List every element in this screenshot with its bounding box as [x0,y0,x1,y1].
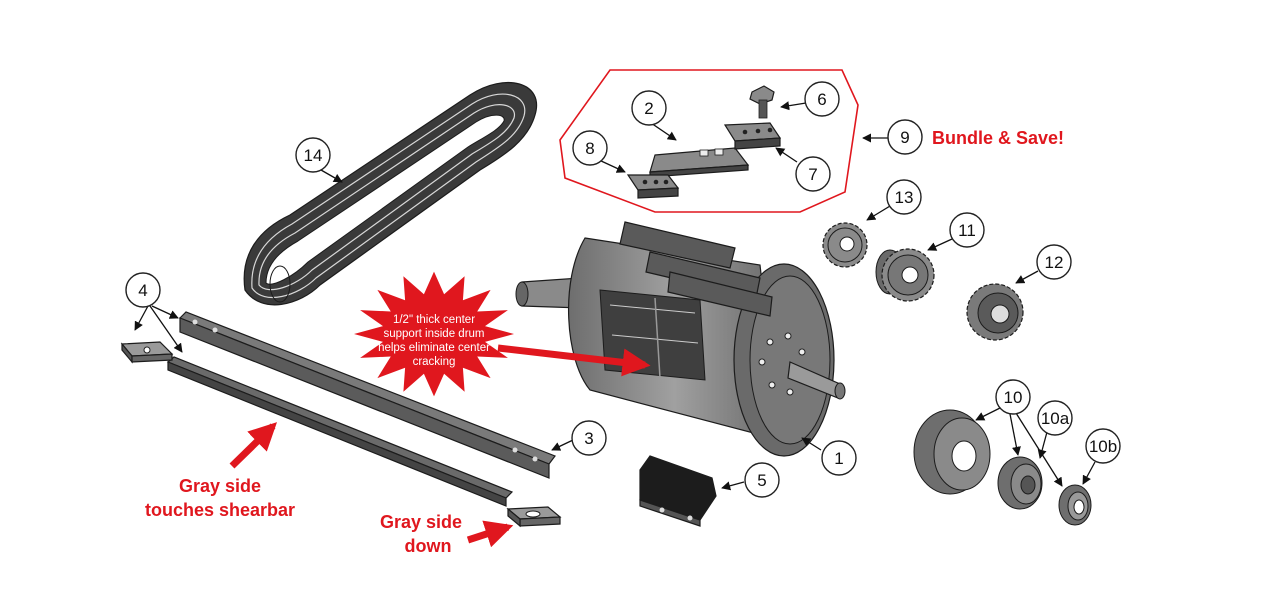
shearbar-note-line-1: Gray side [179,476,261,496]
svg-text:13: 13 [895,188,914,207]
sprocket-12-part [966,283,1024,341]
burst-line-4: cracking [413,356,456,368]
callout-8: 8 [572,130,608,166]
svg-text:10a: 10a [1041,409,1070,428]
svg-text:10b: 10b [1089,437,1117,456]
shearbar-arrow [229,422,278,469]
svg-text:8: 8 [585,139,594,158]
svg-text:1: 1 [834,449,843,468]
knife-part [649,147,750,178]
drum-part [515,221,846,457]
svg-text:3: 3 [584,429,593,448]
svg-text:10: 10 [1004,388,1023,407]
clamp-plate-8-part [626,174,680,199]
svg-text:5: 5 [757,471,766,490]
sprocket-13-part [822,222,868,268]
sprocket-11-part [875,248,935,302]
coupling-10b-part [1058,484,1092,526]
leader-lines [134,101,1096,491]
callout-4: 4 [125,272,161,308]
callout-3: 3 [571,420,607,456]
callout-11: 11 [949,212,985,248]
svg-text:11: 11 [958,221,976,240]
down-arrow [466,520,514,548]
belt-part [243,81,538,306]
burst-line-2: support inside drum [384,328,485,340]
clamp-plate-7-part [723,122,782,150]
callout-5: 5 [744,462,780,498]
callout-14: 14 [295,137,331,173]
callout-10: 10 [995,379,1031,415]
callout-1: 1 [821,440,857,476]
callout-13: 13 [886,179,922,215]
center-support-burst: 1/2" thick center support inside drum he… [354,271,514,397]
bolt-part [749,85,775,119]
svg-text:9: 9 [900,128,909,147]
coupling-10-part [913,409,991,495]
bundle-outline [559,69,859,213]
shearbar-note-line-2: touches shearbar [145,500,295,520]
callout-2: 2 [631,90,667,126]
burst-line-1: 1/2" thick center [393,314,475,326]
burst-line-3: helps eliminate center [378,342,490,354]
svg-text:7: 7 [808,165,817,184]
callout-7: 7 [795,156,831,192]
bundle-save-label: Bundle & Save! [932,128,1064,148]
callout-12: 12 [1036,244,1072,280]
svg-text:14: 14 [304,146,323,165]
down-note-line-2: down [405,536,452,556]
svg-text:4: 4 [138,281,147,300]
svg-text:6: 6 [817,90,826,109]
svg-text:12: 12 [1045,253,1064,272]
down-note-line-1: Gray side [380,512,462,532]
small-plate-part [506,506,562,528]
callout-10a: 10a [1037,400,1073,436]
svg-text:2: 2 [644,99,653,118]
burst-arrow [497,344,651,377]
coupling-10a-part [997,456,1043,510]
callout-9: 9 [887,119,923,155]
callout-10b: 10b [1085,428,1121,464]
shear-bars-part [120,311,556,507]
callout-6: 6 [804,81,840,117]
bearing-block-part [639,455,717,527]
